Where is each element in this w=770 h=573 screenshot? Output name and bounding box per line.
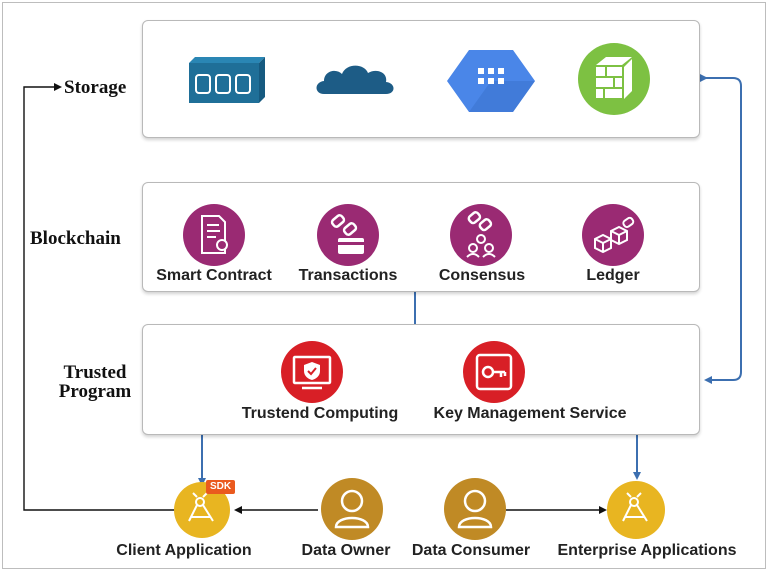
cloud-storage-hex-icon [447, 50, 535, 112]
sdk-badge: SDK [206, 480, 236, 494]
storage-trusted-arrow [700, 74, 742, 384]
ledger-icon [582, 204, 644, 266]
key-management-icon [463, 341, 525, 403]
trusted-computing-icon [281, 341, 343, 403]
smart-contract-icon [183, 204, 245, 266]
data-consumer-icon [444, 478, 506, 540]
trusted-program-panel [142, 324, 700, 435]
consensus-icon [450, 204, 512, 266]
storage-server-icon [189, 57, 265, 103]
enterprise-applications-icon [607, 481, 665, 539]
trusted-computing-label: Trustend Computing [241, 405, 399, 422]
transactions-label: Transactions [298, 267, 398, 284]
data-consumer-label: Data Consumer [411, 542, 531, 559]
database-green-icon [578, 43, 650, 115]
consensus-label: Consensus [438, 267, 526, 284]
cloud-storage-icon [316, 65, 394, 94]
data-owner-label: Data Owner [301, 542, 391, 559]
enterprise-applications-label: Enterprise Applications [557, 542, 737, 559]
trusted-label-line1: Trusted [63, 362, 127, 383]
storage-label: Storage [64, 77, 127, 98]
client-application-icon [174, 482, 230, 538]
ledger-label: Ledger [586, 267, 640, 284]
client-to-storage-arrow [23, 83, 178, 511]
client-application-label: Client Application [116, 542, 252, 559]
trusted-program-label: Trusted Program [48, 363, 142, 401]
data-owner-icon [321, 478, 383, 540]
transactions-icon [317, 204, 379, 266]
key-management-label: Key Management Service [433, 405, 627, 422]
smart-contract-label: Smart Contract [156, 267, 272, 284]
blockchain-label: Blockchain [30, 228, 121, 249]
trusted-label-line2: Program [58, 381, 132, 402]
